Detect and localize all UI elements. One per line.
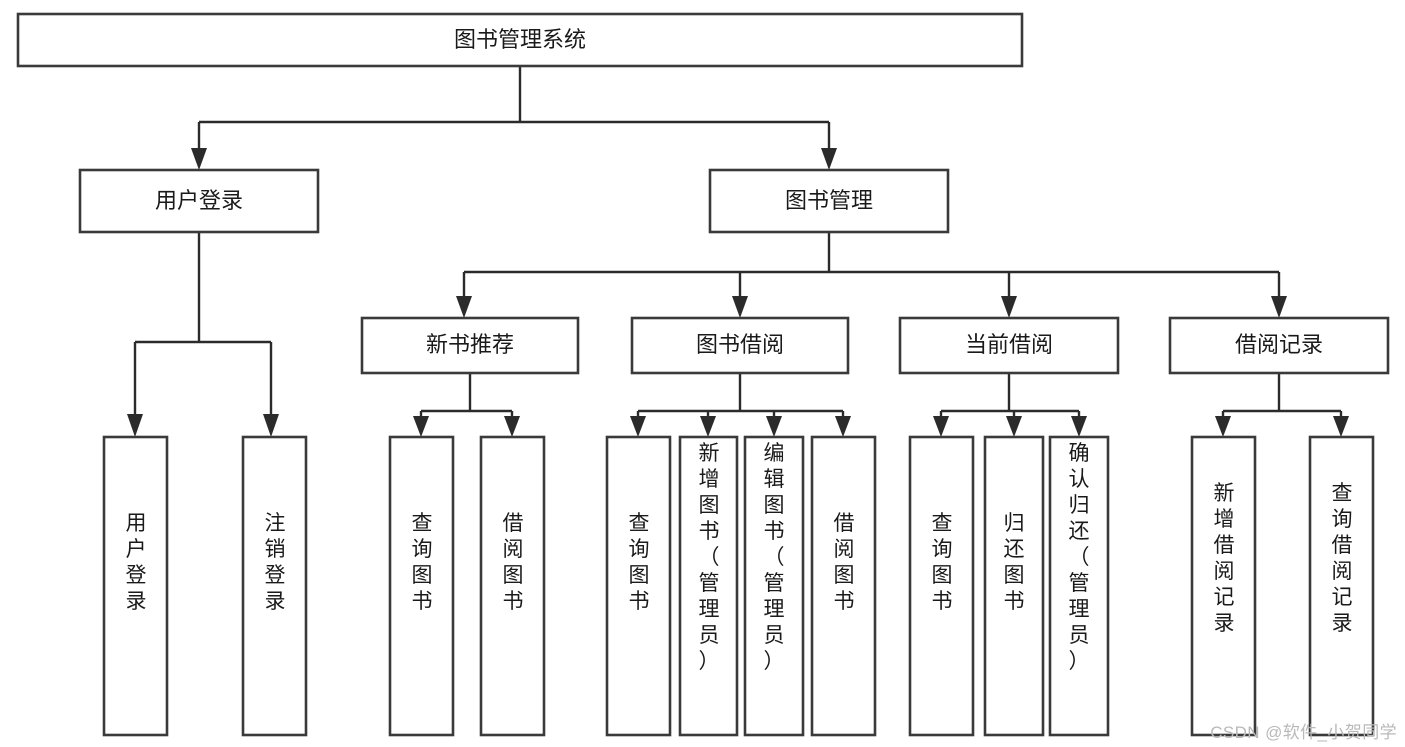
node-root-system[interactable]: 图书管理系统: [16, 12, 1024, 68]
node-box-leaf-query-book-borrow[interactable]: [605, 435, 672, 737]
arrow-head-icon: [700, 416, 716, 437]
node-box-leaf-logout[interactable]: [241, 435, 308, 737]
node-new-book-recommend[interactable]: 新书推荐: [360, 316, 580, 375]
node-label-user-login: 用户登录: [155, 188, 243, 213]
node-leaf-query-borrow-record[interactable]: 查询借阅记录: [1308, 435, 1375, 737]
connector-group-newbook: [413, 373, 520, 437]
arrow-head-icon: [456, 296, 472, 318]
node-label-leaf-query-book-current: 查询图书: [932, 512, 953, 613]
node-leaf-logout[interactable]: 注销登录: [241, 435, 308, 737]
node-label-leaf-add-borrow-record: 新增借阅记录: [1214, 482, 1235, 635]
node-label-leaf-return-book: 归还图书: [1004, 512, 1025, 613]
node-label-root: 图书管理系统: [454, 27, 586, 52]
node-box-root[interactable]: [16, 12, 1024, 68]
arrow-head-icon: [732, 296, 748, 318]
node-book-management[interactable]: 图书管理: [708, 168, 950, 234]
connector-group-current: [933, 373, 1087, 437]
node-leaf-query-book-rec[interactable]: 查询图书: [388, 435, 455, 737]
arrow-head-icon: [1006, 416, 1022, 437]
arrow-head-icon: [191, 148, 207, 170]
node-box-borrow-record[interactable]: [1168, 316, 1390, 375]
connector-group-login: [127, 232, 279, 437]
node-label-leaf-query-borrow-record: 查询借阅记录: [1332, 482, 1353, 635]
node-box-leaf-query-borrow-record[interactable]: [1308, 435, 1375, 737]
node-label-book-management: 图书管理: [785, 188, 873, 213]
node-leaf-query-book-current[interactable]: 查询图书: [908, 435, 975, 737]
node-borrow-record[interactable]: 借阅记录: [1168, 316, 1390, 375]
arrow-head-icon: [1071, 416, 1087, 437]
node-box-leaf-add-borrow-record[interactable]: [1190, 435, 1257, 737]
node-leaf-edit-book-admin[interactable]: 编辑图书（管理员）: [743, 435, 805, 737]
node-leaf-return-book[interactable]: 归还图书: [983, 435, 1045, 737]
node-leaf-add-book-admin[interactable]: 新增图书（管理员）: [678, 435, 739, 737]
arrow-head-icon: [413, 416, 429, 437]
arrow-head-icon: [263, 414, 279, 437]
node-box-leaf-confirm-return-admin[interactable]: [1048, 435, 1110, 737]
node-label-leaf-borrow-book: 借阅图书: [834, 512, 855, 613]
node-box-new-book-recommend[interactable]: [360, 316, 580, 375]
arrow-head-icon: [504, 416, 520, 437]
node-box-user-login[interactable]: [78, 168, 320, 234]
node-leaf-confirm-return-admin[interactable]: 确认归还（管理员）: [1048, 435, 1110, 737]
node-label-book-borrow: 图书借阅: [696, 332, 784, 357]
node-leaf-user-login[interactable]: 用户登录: [102, 435, 169, 737]
node-box-book-borrow[interactable]: [630, 316, 850, 375]
connector-group-root: [191, 66, 837, 170]
node-label-leaf-logout: 注销登录: [265, 512, 286, 613]
arrow-head-icon: [1001, 296, 1017, 318]
arrow-head-icon: [933, 416, 949, 437]
node-box-leaf-add-book-admin[interactable]: [678, 435, 739, 737]
node-label-leaf-borrow-book-rec: 借阅图书: [503, 512, 524, 613]
node-label-current-borrow: 当前借阅: [965, 332, 1053, 357]
node-label-leaf-edit-book-admin: 编辑图书（管理员）: [764, 442, 785, 673]
node-box-leaf-borrow-book-rec[interactable]: [479, 435, 546, 737]
node-label-leaf-query-book-borrow: 查询图书: [629, 512, 650, 613]
arrow-head-icon: [1271, 296, 1287, 318]
arrow-head-icon: [766, 416, 782, 437]
node-label-borrow-record: 借阅记录: [1235, 332, 1323, 357]
node-leaf-query-book-borrow[interactable]: 查询图书: [605, 435, 672, 737]
node-box-leaf-user-login[interactable]: [102, 435, 169, 737]
node-box-book-management[interactable]: [708, 168, 950, 234]
arrow-head-icon: [1215, 416, 1231, 437]
node-box-leaf-query-book-current[interactable]: [908, 435, 975, 737]
node-label-leaf-query-book-rec: 查询图书: [412, 512, 433, 613]
node-box-leaf-borrow-book[interactable]: [810, 435, 877, 737]
leaf-node-group: 用户登录 注销登录 查询图书 借阅图书 查询图书 新增图书（管理员）: [102, 435, 1375, 737]
arrow-head-icon: [630, 416, 646, 437]
node-box-leaf-return-book[interactable]: [983, 435, 1045, 737]
node-box-leaf-query-book-rec[interactable]: [388, 435, 455, 737]
node-box-current-borrow[interactable]: [898, 316, 1120, 375]
arrow-head-icon: [1333, 416, 1349, 437]
node-user-login[interactable]: 用户登录: [78, 168, 320, 234]
node-label-leaf-user-login: 用户登录: [126, 512, 147, 613]
node-leaf-borrow-book-rec[interactable]: 借阅图书: [479, 435, 546, 737]
csdn-watermark: CSDN @软件_小贺同学: [1210, 723, 1397, 742]
node-box-leaf-edit-book-admin[interactable]: [743, 435, 805, 737]
connector-group-record: [1215, 373, 1349, 437]
arrow-head-icon: [127, 414, 143, 437]
node-leaf-add-borrow-record[interactable]: 新增借阅记录: [1190, 435, 1257, 737]
connector-group-bookmgmt: [456, 232, 1287, 318]
connector-group-borrow: [630, 373, 851, 437]
node-leaf-borrow-book[interactable]: 借阅图书: [810, 435, 877, 737]
arrow-head-icon: [835, 416, 851, 437]
node-label-leaf-add-book-admin: 新增图书（管理员）: [699, 442, 720, 673]
node-label-leaf-confirm-return-admin: 确认归还（管理员）: [1069, 442, 1090, 673]
node-book-borrow[interactable]: 图书借阅: [630, 316, 850, 375]
arrow-head-icon: [821, 148, 837, 170]
node-label-new-book-recommend: 新书推荐: [426, 332, 514, 357]
node-current-borrow[interactable]: 当前借阅: [898, 316, 1120, 375]
